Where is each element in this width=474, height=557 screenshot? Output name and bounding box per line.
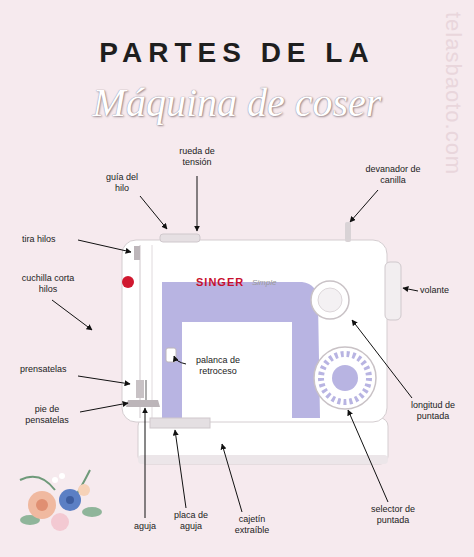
stitch-selector [314, 347, 376, 409]
dial-center [318, 288, 342, 312]
part-label: placa de aguja [170, 510, 212, 532]
needle-plate [150, 418, 210, 428]
tension-dial [160, 234, 200, 242]
part-label: guía del hilo [100, 172, 144, 194]
part-label: selector de puntada [368, 504, 418, 526]
part-label: devanador de canilla [358, 164, 428, 186]
arm-face [162, 282, 320, 418]
selector-center [332, 365, 358, 391]
machine-body [122, 240, 387, 422]
part-label: cajetín extraíble [226, 514, 278, 536]
part-label: rueda de tensión [172, 146, 222, 168]
head-edge [152, 245, 153, 418]
flower-decoration [20, 470, 102, 531]
watermark: telasbaoto.com [440, 12, 466, 175]
brand-name: SINGER [196, 276, 256, 289]
brand-logo [122, 276, 134, 288]
part-label: palanca de retroceso [188, 355, 248, 377]
part-label: volante [420, 285, 465, 296]
part-label: aguja [128, 521, 162, 532]
part-label: longitud de puntada [402, 400, 464, 422]
part-label: cuchilla corta hilos [18, 273, 78, 295]
base-shadow [138, 455, 388, 464]
reverse-lever [166, 348, 176, 362]
model-name: Simple [252, 278, 292, 288]
handwheel [385, 262, 401, 320]
machine-base [138, 418, 388, 464]
diagram-title: PARTES DE LA Máquina de coser [67, 22, 407, 130]
stitch-marks [321, 354, 369, 402]
part-label: tira hilos [22, 234, 78, 245]
presser-foot [126, 400, 160, 407]
presser-bar [136, 380, 144, 398]
leader-lines [52, 176, 418, 518]
take-up-lever [134, 246, 140, 260]
spool-pin [345, 222, 351, 242]
arm-opening [182, 322, 292, 418]
part-label: prensatelas [20, 364, 80, 375]
part-label: pie de pensatelas [18, 404, 76, 426]
stitch-length-dial [311, 281, 349, 319]
